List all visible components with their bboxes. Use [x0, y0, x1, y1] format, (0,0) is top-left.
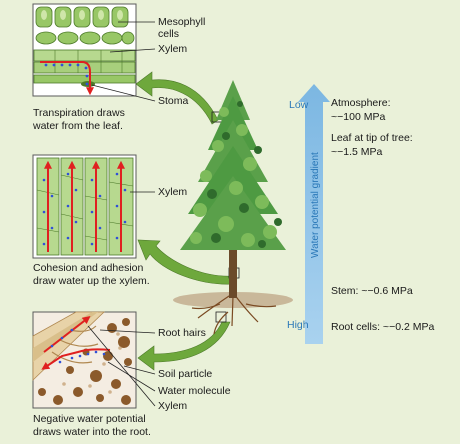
stoma-label: Stoma: [158, 95, 189, 107]
water-molecule-label: Water molecule: [158, 385, 231, 397]
leaf-caption-line1: Transpiration draws: [33, 107, 125, 119]
tree-illustration: [173, 80, 293, 335]
leaf-callout-arrow: [135, 71, 219, 125]
root-xylem: [33, 312, 98, 362]
root-xylem-label: Xylem: [158, 400, 187, 412]
callout-arrows: [135, 71, 235, 371]
leaf-tip-value: ~−1.5 MPa: [331, 146, 383, 158]
gradient-axis-label: Water potential gradient: [310, 152, 321, 258]
stem-caption-line1: Cohesion and adhesion: [33, 262, 143, 274]
stem-value-label: Stem: ~−0.6 MPa: [331, 285, 413, 297]
water-potential-gradient: Water potential gradient Low High: [287, 84, 330, 344]
soil-particle-label: Soil particle: [158, 368, 212, 380]
gradient-low-label: Low: [289, 99, 309, 111]
stem-caption-line2: draw water up the xylem.: [33, 275, 150, 287]
leaf-xylem-label: Xylem: [158, 43, 187, 55]
leaf-cross-section: [32, 3, 156, 102]
root-callout-arrow: [137, 321, 231, 371]
stem-water-molecules: [42, 172, 127, 246]
stem-xylem-section: [32, 154, 155, 259]
stem-xylem-label: Xylem: [158, 186, 187, 198]
leaf-tip-label: Leaf at tip of tree:: [331, 132, 413, 144]
root-caption-line1: Negative water potential: [33, 413, 146, 425]
root-water-molecules: [50, 328, 106, 364]
stem-water-paths: [44, 160, 125, 252]
gradient-high-label: High: [287, 319, 309, 331]
root-hairs-label: Root hairs: [158, 327, 206, 339]
leaf-caption-line2: water from the leaf.: [32, 120, 123, 132]
soil-particles: [38, 318, 132, 405]
tree-canopy: [180, 80, 286, 250]
root-soil-section: [32, 311, 156, 409]
root-water-path: [41, 348, 111, 370]
leaf-water-path: [40, 61, 94, 96]
atmosphere-label: Atmosphere:: [331, 97, 391, 109]
root-caption-line2: draws water into the root.: [33, 426, 151, 438]
root-cells-value-label: Root cells: ~−0.2 MPa: [331, 321, 434, 333]
leaf-water-molecules: [44, 63, 89, 86]
leaf-xylem-vessels: [33, 49, 136, 74]
atmosphere-value: ~−100 MPa: [331, 111, 385, 123]
mesophyll-label-line2: cells: [158, 28, 179, 40]
mesophyll-label: Mesophyll: [158, 16, 205, 28]
mesophyll-cells: [35, 6, 135, 45]
tree-trunk: [229, 240, 237, 298]
gradient-arrow: [298, 84, 330, 344]
stem-xylem-vessels: [36, 157, 134, 256]
stem-callout-arrow: [137, 239, 235, 285]
